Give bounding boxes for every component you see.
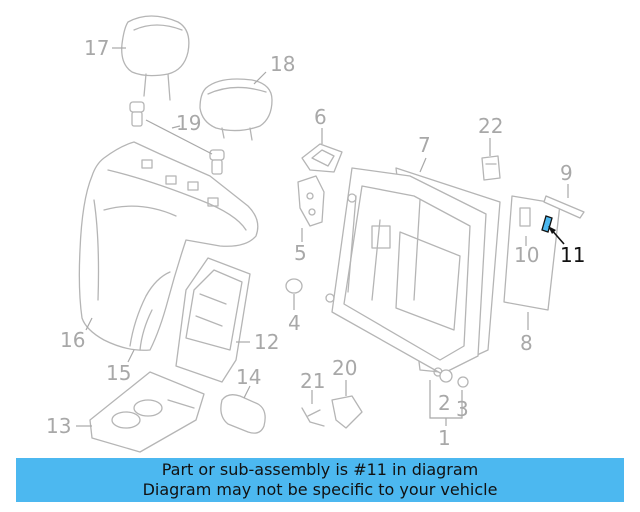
armrest-part xyxy=(89,371,205,453)
callout-8: 8 xyxy=(520,331,533,355)
clip-part xyxy=(481,155,501,181)
cushion-cover-part xyxy=(129,271,171,351)
callout-10: 10 xyxy=(514,243,539,267)
bezel-part xyxy=(301,143,343,173)
seat-back-frame-part xyxy=(325,167,487,377)
small-clip-part xyxy=(301,395,363,429)
callout-13: 13 xyxy=(46,414,71,438)
callout-1: 1 xyxy=(438,426,451,450)
info-banner: Part or sub-assembly is #11 in diagram D… xyxy=(16,458,624,502)
callout-16: 16 xyxy=(60,328,85,352)
bolt-part xyxy=(439,369,469,388)
callout-3: 3 xyxy=(456,397,469,421)
armrest-frame-part xyxy=(175,257,251,383)
callout-9: 9 xyxy=(560,161,573,185)
callout-5: 5 xyxy=(294,241,307,265)
leader-lines xyxy=(76,47,569,427)
callout-20: 20 xyxy=(332,356,357,380)
parts-diagram: 1 2 3 4 5 6 7 8 9 10 11 12 13 14 15 16 1… xyxy=(46,15,585,453)
bracket-part xyxy=(543,195,585,219)
callout-17: 17 xyxy=(84,36,109,60)
callout-11: 11 xyxy=(560,243,585,267)
callout-14: 14 xyxy=(236,365,261,389)
headrest-left-part xyxy=(121,15,190,101)
callout-22: 22 xyxy=(478,114,503,138)
highlighted-part-11 xyxy=(541,215,553,233)
seat-back-cushion-part xyxy=(78,141,259,351)
plug-part xyxy=(285,278,303,294)
callout-6: 6 xyxy=(314,105,327,129)
callout-7: 7 xyxy=(418,133,431,157)
callout-12: 12 xyxy=(254,330,279,354)
callout-2: 2 xyxy=(438,391,451,415)
callout-4: 4 xyxy=(288,311,301,335)
trim-pad-part xyxy=(220,394,266,434)
callout-labels: 1 2 3 4 5 6 7 8 9 10 11 12 13 14 15 16 1… xyxy=(46,36,585,450)
latch-part xyxy=(297,175,325,227)
banner-line-1: Part or sub-assembly is #11 in diagram xyxy=(161,460,479,479)
headrest-right-part xyxy=(199,78,273,141)
callout-19: 19 xyxy=(176,111,201,135)
callout-21: 21 xyxy=(300,369,325,393)
callout-18: 18 xyxy=(270,52,295,76)
banner-line-2: Diagram may not be specific to your vehi… xyxy=(142,480,498,499)
headrest-guide-part xyxy=(129,101,225,175)
callout-15: 15 xyxy=(106,361,131,385)
